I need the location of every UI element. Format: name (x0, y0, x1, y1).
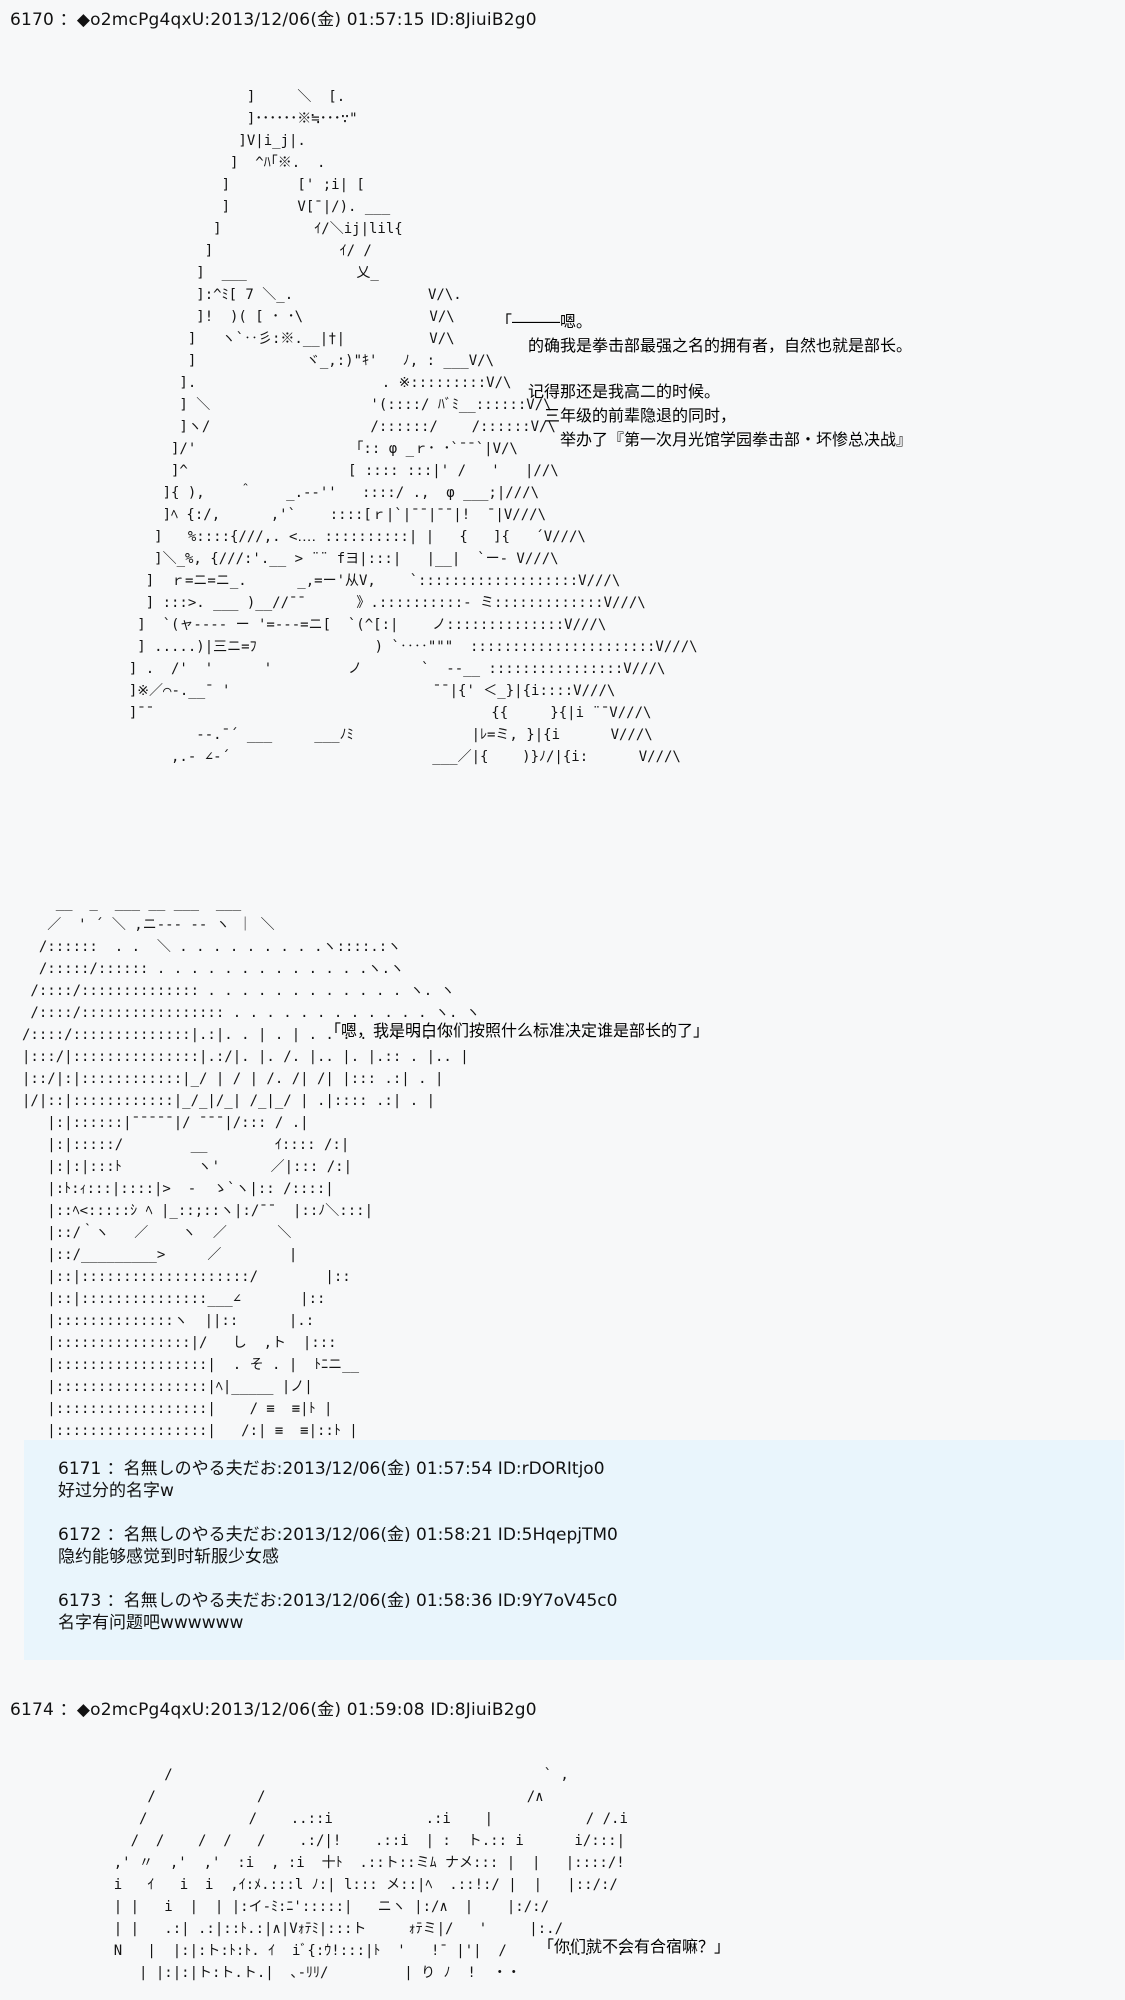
ascii-art-6170-b: __ _ ___ __ ___ ___ ／ ' ´ ＼ ,ニ‐‐‐ ‐‐ ヽ ｜… (22, 895, 480, 1439)
reply-6173: 6173 ：名無しのやる夫だお:2013/12/06(金) 01:58:36 I… (58, 1590, 617, 1634)
reply-6171: 6171 ：名無しのやる夫だお:2013/12/06(金) 01:57:54 I… (58, 1458, 605, 1502)
reply-area: 6171 ：名無しのやる夫だお:2013/12/06(金) 01:57:54 I… (24, 1440, 1124, 1660)
reply-header: 6171 ：名無しのやる夫だお:2013/12/06(金) 01:57:54 I… (58, 1459, 605, 1479)
dialogue-line: 「你们就不会有合宿嘛？」 (538, 1937, 731, 1956)
dialogue-line: 「嗯，我是明白你们按照什么标准决定谁是部长的了」 (325, 1021, 710, 1040)
dialogue-line: 的确我是拳击部最强之名的拥有者，自然也就是部长。 (496, 336, 913, 355)
reply-header: 6173 ：名無しのやる夫だお:2013/12/06(金) 01:58:36 I… (58, 1591, 618, 1611)
dialogue-line: 举办了『第一次月光馆学园拳击部・坏惨总决战』 (496, 430, 913, 449)
dialogue-line: 三年级的前辈隐退的同时， (496, 406, 737, 425)
dialogue-line: 记得那还是我高二的时候。 (496, 382, 721, 401)
dialogue-line: 「―――嗯。 (496, 312, 593, 331)
post-header-6174: 6174 ：◆o2mcPg4qxU:2013/12/06(金) 01:59:08… (10, 1700, 537, 1720)
ascii-art-6170: ] ＼ [. ]･･････※≒･･･∵" ]V|i_j|. ] ^ﾊ｢※. .… (128, 89, 698, 765)
reply-body: 隐约能够感觉到时斩服少女感 (58, 1547, 279, 1567)
reply-6172: 6172 ：名無しのやる夫だお:2013/12/06(金) 01:58:21 I… (58, 1524, 618, 1568)
ascii-art-6174: / ` , / / /∧ / / ..::i .:i | / /.i / / /… (113, 1767, 628, 1981)
reply-body: 好过分的名字w (58, 1481, 174, 1501)
post-header-6170: 6170 ：◆o2mcPg4qxU:2013/12/06(金) 01:57:15… (10, 10, 537, 30)
reply-body: 名字有问题吧wwwwww (58, 1613, 244, 1633)
reply-header: 6172 ：名無しのやる夫だお:2013/12/06(金) 01:58:21 I… (58, 1525, 618, 1545)
